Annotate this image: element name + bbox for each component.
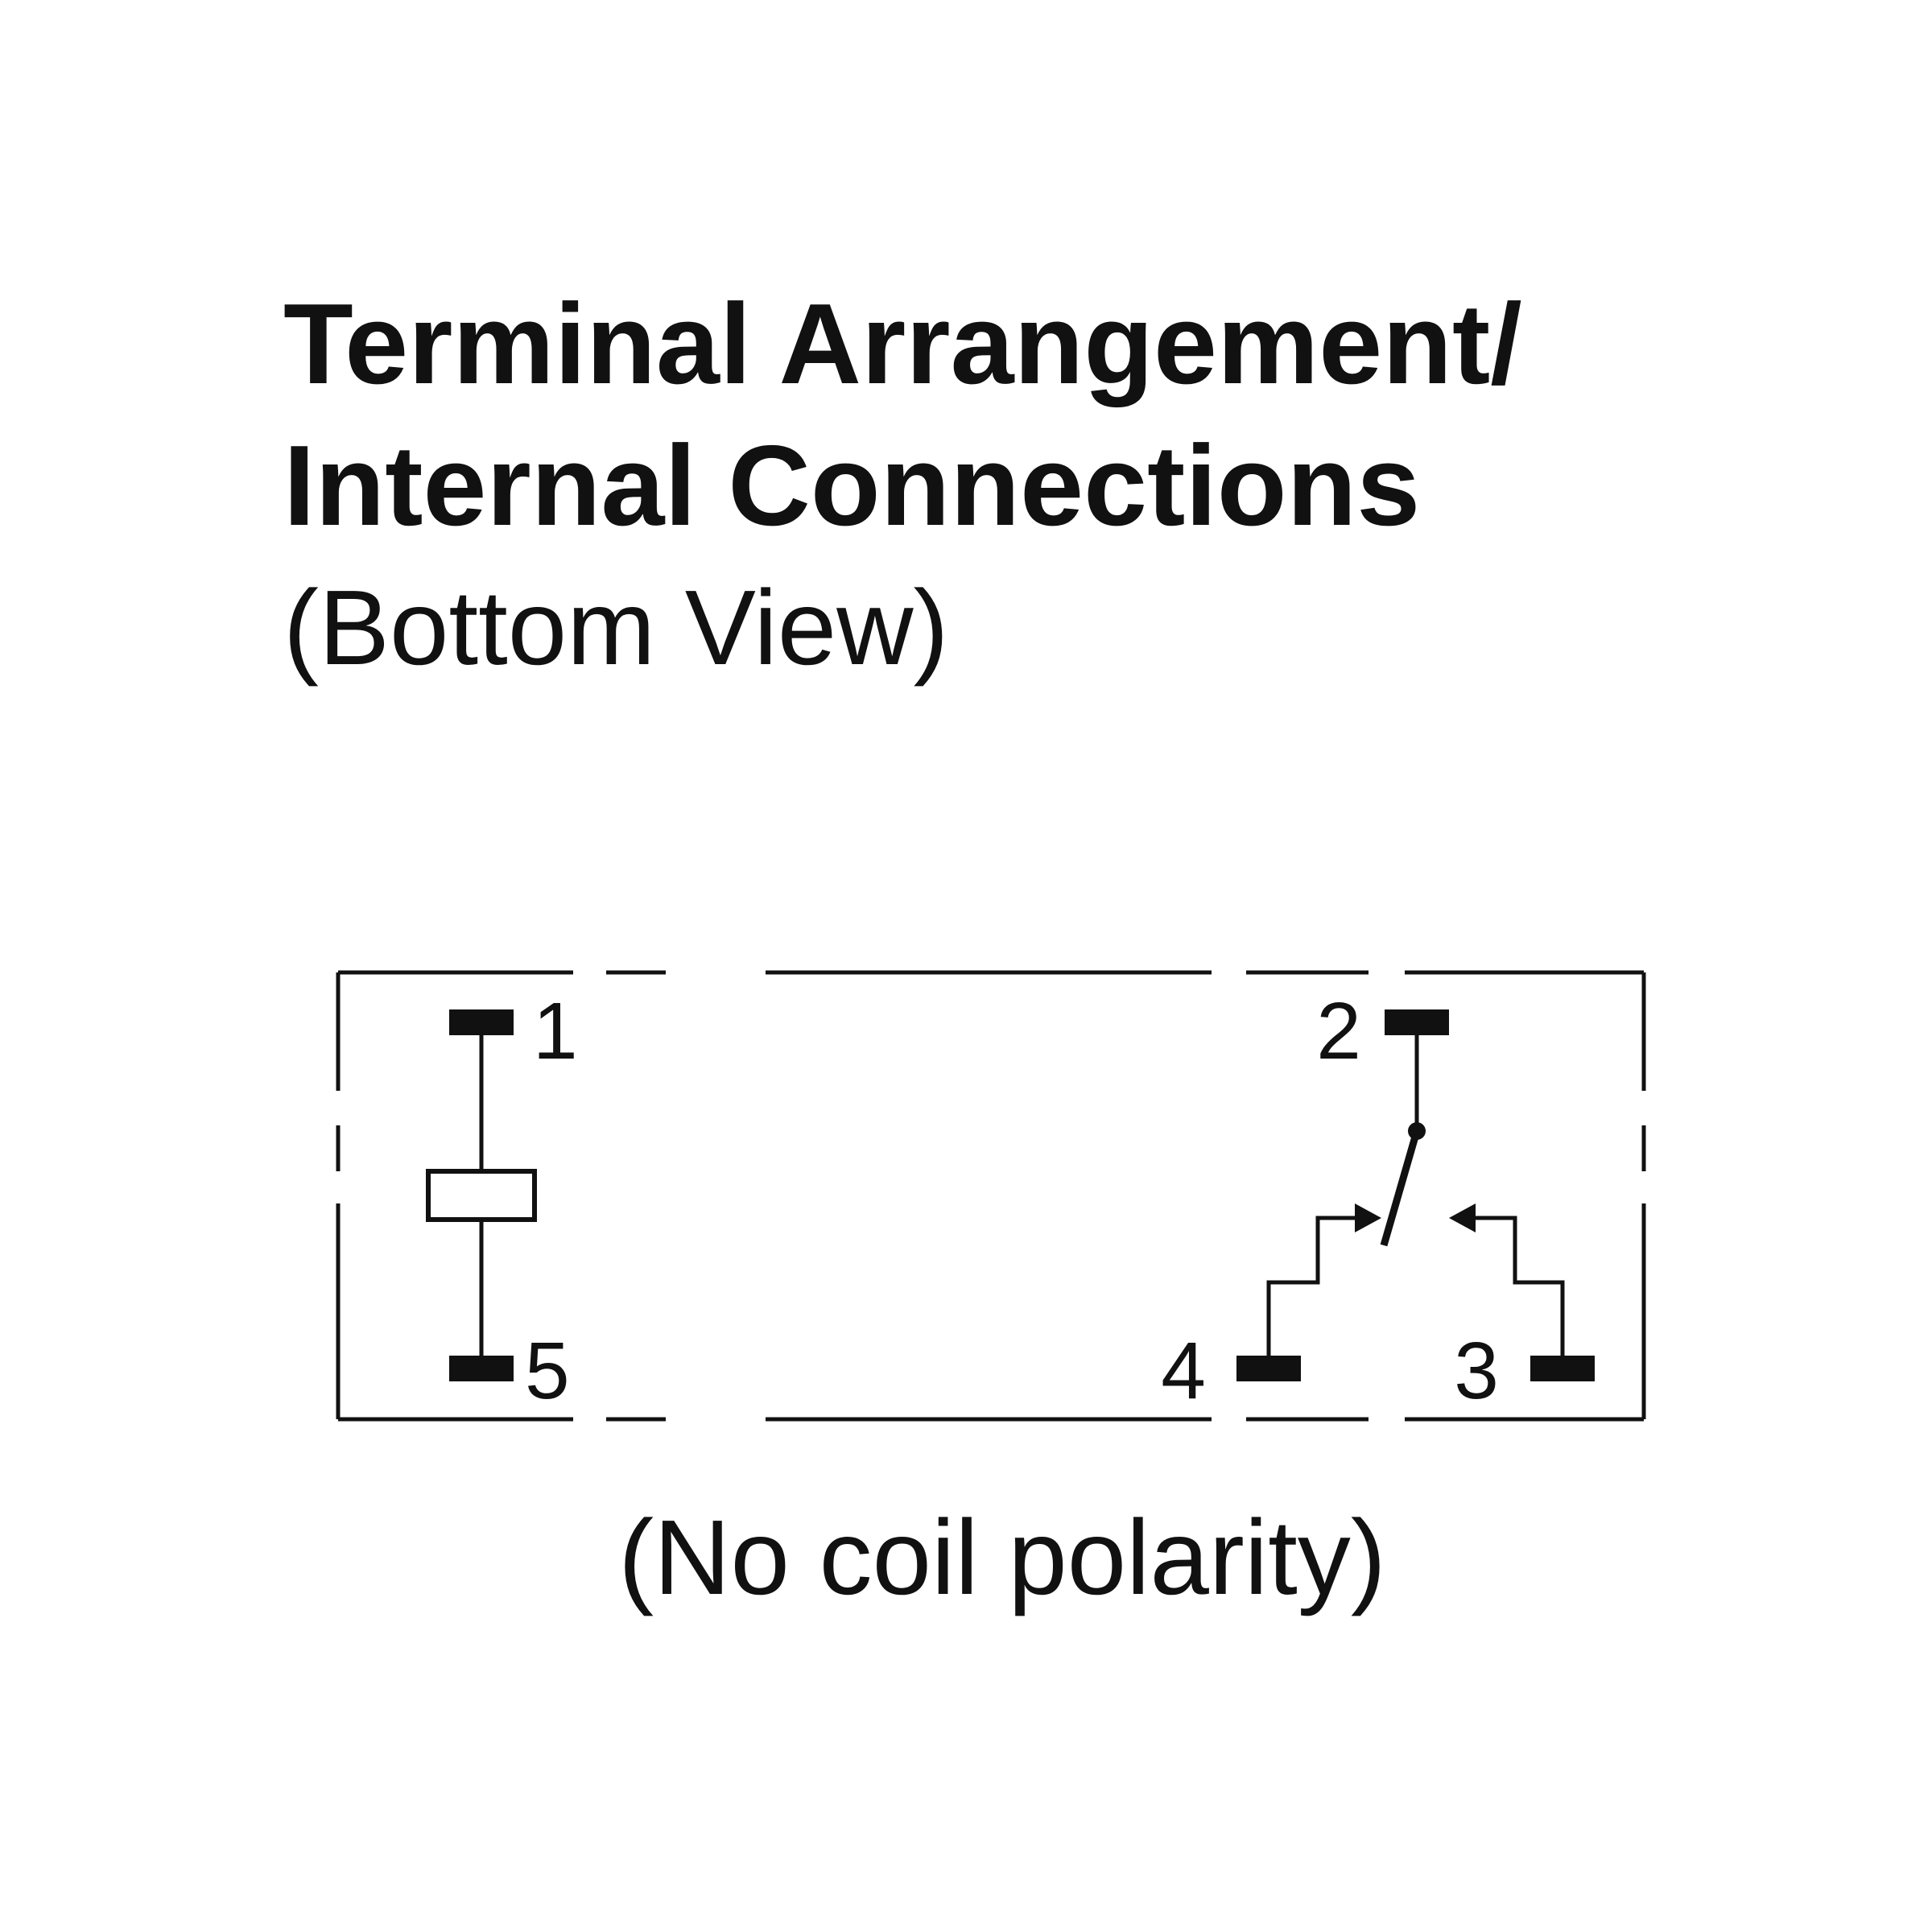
contact-arrow-3 <box>1449 1203 1476 1232</box>
terminal-pad-4 <box>1236 1356 1301 1381</box>
switch-pivot-dot <box>1408 1122 1426 1140</box>
terminal-label-2: 2 <box>1316 986 1361 1076</box>
contact-arrow-4 <box>1355 1203 1381 1232</box>
terminal-pad-5 <box>449 1356 514 1381</box>
terminal-label-3: 3 <box>1454 1326 1499 1416</box>
contact-path-3 <box>1473 1216 1565 1368</box>
terminal-pad-3 <box>1530 1356 1595 1381</box>
coil-symbol <box>426 1169 537 1222</box>
terminal-label-5: 5 <box>525 1326 570 1416</box>
title-line-2: Internal Connections <box>283 422 1421 550</box>
terminal-pad-1 <box>449 1009 514 1035</box>
subtitle: (Bottom View) <box>283 568 949 687</box>
terminal-label-1: 1 <box>533 986 578 1076</box>
switch-blade <box>1380 1129 1421 1247</box>
title-line-1: Terminal Arrangement/ <box>283 280 1522 408</box>
terminal-label-4: 4 <box>1161 1326 1206 1416</box>
coil-polarity-note: (No coil polarity) <box>618 1498 1386 1616</box>
title-block: Terminal Arrangement/ Internal Connectio… <box>283 274 1522 699</box>
contact-path-4 <box>1266 1216 1360 1368</box>
terminal-pad-2 <box>1385 1009 1449 1035</box>
